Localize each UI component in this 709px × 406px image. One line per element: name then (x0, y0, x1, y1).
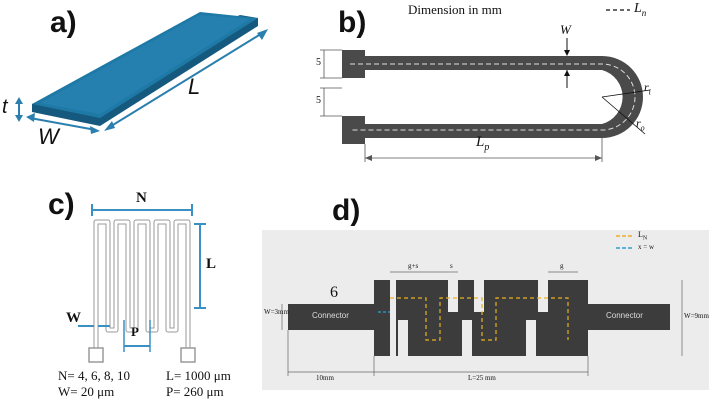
connector-left-label: Connector (312, 311, 349, 320)
dimension-header: Dimension in mm (408, 2, 502, 17)
w-arrowhead-top (564, 50, 570, 56)
w-arrowhead-bot (564, 70, 570, 76)
strip-illustration (15, 12, 268, 134)
u-channel-body (342, 50, 643, 144)
dim-5-top: 5 (316, 57, 321, 68)
legend-ln-label: LN (638, 230, 648, 242)
param-row-2-left: W= 20 μm (58, 384, 115, 399)
dim-lp-label: Lp (476, 134, 490, 153)
pad-left (88, 347, 104, 363)
legend-ln-label: Ln (634, 1, 647, 18)
pad-right (180, 347, 196, 363)
dim-wp-label: W=9mm (684, 312, 709, 320)
param-row-2-right: P= 260 μm (166, 384, 224, 399)
dim-w-label: W (560, 22, 571, 37)
dim-g-label: g (560, 262, 564, 270)
dim-ro-label: ro (636, 116, 645, 133)
panel-c: c) N L W P N= 4, 6, 8, 10 L= 1000 μm W= … (0, 180, 260, 406)
legend-x-label: x = w (638, 243, 655, 251)
length-arrow (107, 31, 265, 129)
dim-10mm-label: 10mm (316, 374, 334, 382)
dim-n-label: N (136, 190, 147, 206)
thickness-arrowhead-bot (15, 115, 23, 122)
param-row-1-left: N= 4, 6, 8, 10 (58, 368, 130, 383)
panel-b: b) Dimension in mm Ln W 5 5 Lp (300, 0, 709, 180)
panel-c-label: c) (48, 188, 75, 221)
panel-d: d) Connector Connector LN x = w g+s s g (262, 180, 709, 406)
path-gold-dash (390, 297, 569, 341)
dim-so-label: s (450, 262, 453, 270)
centerline-dash (350, 63, 636, 131)
dim-six-label: 6 (330, 284, 338, 301)
dim-5-bot: 5 (316, 95, 321, 106)
width-arrowhead-end (90, 126, 100, 134)
dim-gso-label: g+s (408, 262, 419, 270)
serpentine-body (374, 280, 588, 356)
ro-line (601, 96, 646, 135)
meander-inner (94, 220, 190, 350)
dim-w-label: W (66, 310, 81, 326)
meander-diagram (78, 204, 206, 363)
width-arrowhead-start (26, 113, 35, 122)
panel-a: a) t W L (0, 0, 300, 160)
param-row-1-right: L= 1000 μm (166, 368, 231, 383)
connector-right-label: Connector (606, 311, 643, 320)
connector-right-bar (588, 304, 670, 330)
dim-wc-label: W=3mm (264, 308, 289, 316)
thickness-arrowhead-top (15, 97, 23, 104)
dim-p-label: P (131, 324, 139, 339)
panel-b-label: b) (338, 6, 367, 39)
length-arrowhead-end (257, 29, 268, 40)
dim-l-label: L (188, 74, 201, 99)
panel-a-label: a) (50, 6, 77, 39)
dim-t-label: t (2, 96, 8, 118)
dim-lp-label: L=25 mm (468, 374, 496, 382)
dim-l-label: L (206, 256, 217, 272)
u-channel-diagram (320, 9, 651, 162)
length-arrowhead-start (104, 121, 115, 131)
lp-arrowhead-left (365, 155, 372, 161)
strip-highlight (40, 15, 250, 114)
dim-w-label: W (38, 124, 59, 149)
connector-left-bar (288, 304, 374, 330)
dim-ri-label: ri (644, 80, 651, 97)
serpentine-diagram (262, 230, 709, 390)
panel-d-label: d) (332, 194, 361, 227)
lp-arrowhead-right (595, 155, 602, 161)
width-arrow (29, 117, 97, 131)
ri-line (601, 89, 651, 98)
